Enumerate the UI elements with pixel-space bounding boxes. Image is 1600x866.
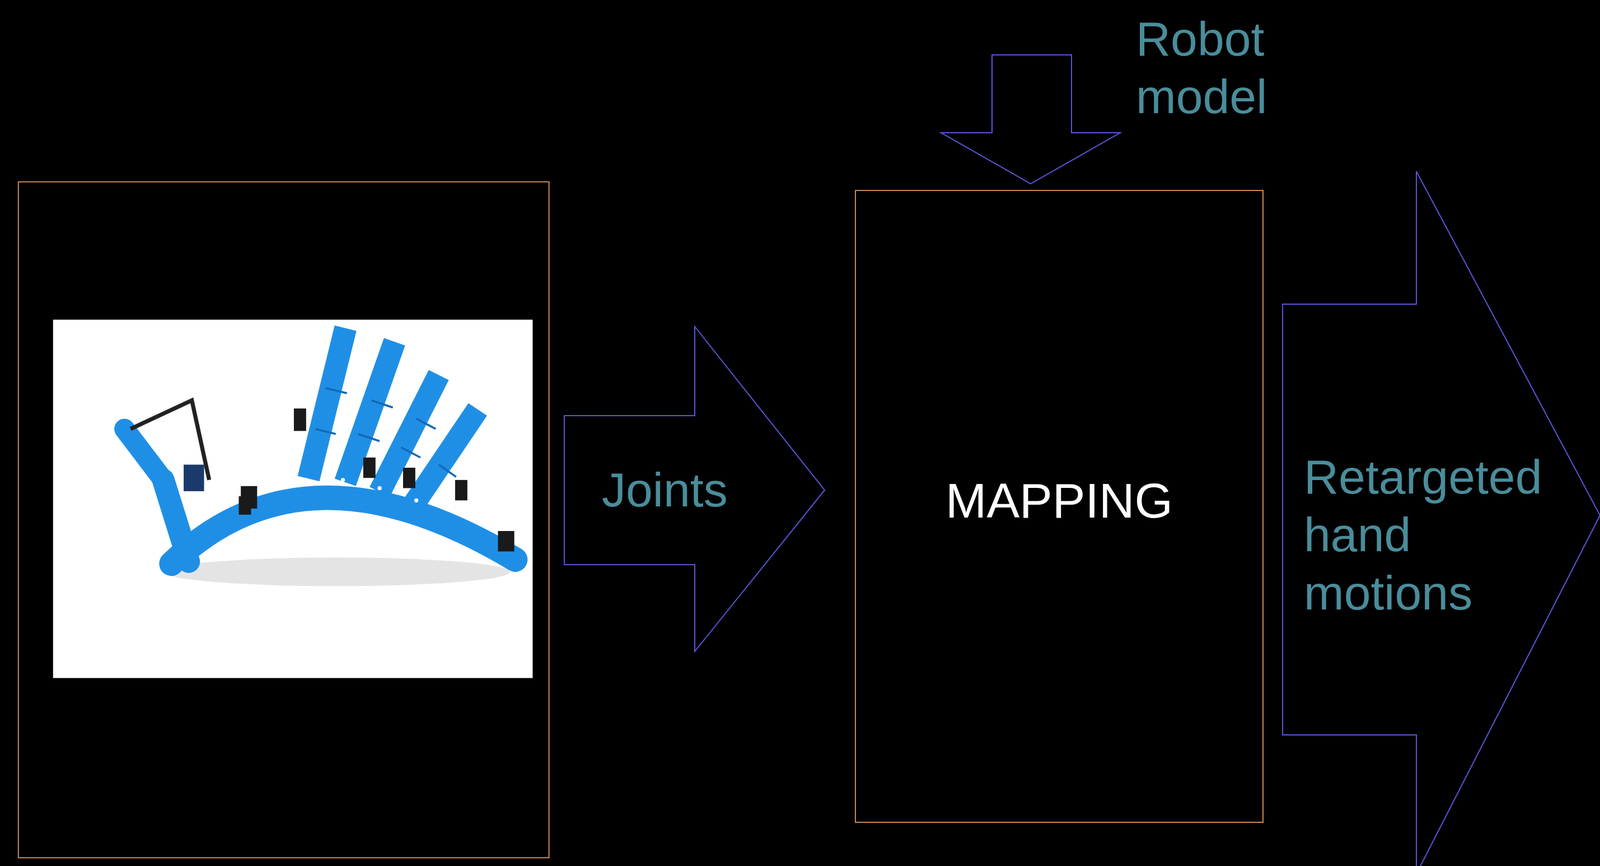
input-box xyxy=(18,181,550,858)
arrow-shape xyxy=(1282,171,1600,866)
arrow-label: Joints xyxy=(601,460,815,519)
robot-hand-photo xyxy=(124,338,516,586)
process-box: MAPPING xyxy=(854,189,1264,823)
flow-arrow: Joints xyxy=(564,326,825,652)
arrow-shape xyxy=(941,54,1121,184)
box-label: MAPPING xyxy=(855,470,1263,531)
photo-ground xyxy=(53,319,533,678)
arrow-outline xyxy=(941,54,1121,184)
arrow-shape xyxy=(564,326,825,652)
input-arrow: Robot model xyxy=(941,54,1121,184)
arrow-label: Retargeted hand motions xyxy=(1303,447,1562,622)
arrow-label: Robot model xyxy=(1135,10,1304,126)
output-arrow: Retargeted hand motions xyxy=(1282,171,1600,866)
